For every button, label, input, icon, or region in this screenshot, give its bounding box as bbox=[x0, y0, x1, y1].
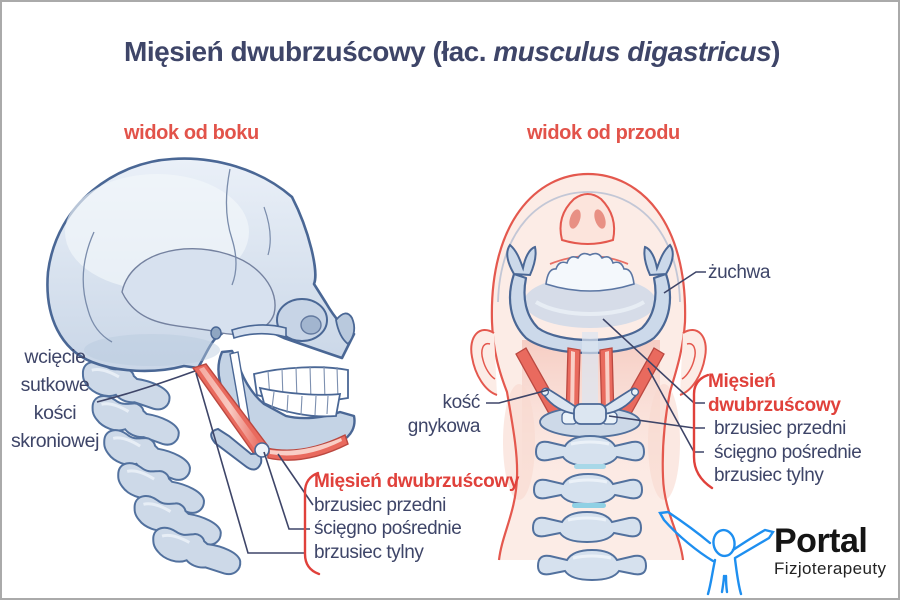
ears bbox=[470, 329, 707, 396]
title-latin-name: musculus digastricus bbox=[493, 36, 772, 67]
front-view-label: widok od przodu bbox=[527, 122, 680, 144]
label-mastoid-notch: wcięcie sutkowe kości skroniowej bbox=[10, 346, 100, 452]
label-posterior-belly: brzusiec tylny bbox=[714, 465, 824, 486]
digastric-muscle-side bbox=[191, 363, 349, 471]
logo-name: Portal bbox=[774, 522, 868, 560]
muscle-group-title: Mięsień dwubrzuścowy bbox=[708, 371, 841, 416]
label-posterior-belly: brzusiec tylny bbox=[314, 541, 424, 563]
skull bbox=[46, 157, 356, 373]
muscle-group-right: Mięsień dwubrzuścowy brzusiec przedni śc… bbox=[708, 370, 898, 488]
line-tendon-left bbox=[263, 451, 310, 530]
logo-subtitle: Fizjoterapeuty bbox=[774, 559, 887, 578]
upper-teeth-front bbox=[545, 252, 635, 292]
ear-canal bbox=[210, 326, 222, 340]
label-anterior-belly: brzusiec przedni bbox=[714, 418, 846, 439]
zygomatic-arch bbox=[231, 324, 287, 340]
teeth-side bbox=[252, 365, 349, 418]
label-lines bbox=[96, 271, 706, 554]
line-posterior-belly-left bbox=[195, 372, 304, 554]
muscle-group-left: Mięsień dwubrzuścowy brzusiec przedni śc… bbox=[314, 470, 519, 564]
line-jaw bbox=[663, 271, 706, 294]
label-intermediate-tendon: ścięgno pośrednie bbox=[714, 441, 862, 463]
title-prefix: Mięsień dwubrzuścowy (łac. bbox=[124, 36, 494, 67]
label-anterior-belly: brzusiec przedni bbox=[314, 494, 446, 516]
line-anterior-belly-left bbox=[277, 453, 314, 506]
label-hyoid: kość gnykowa bbox=[407, 392, 481, 437]
page-title: Mięsień dwubrzuścowy (łac. musculus diga… bbox=[2, 36, 898, 68]
temporal-bone bbox=[121, 247, 276, 335]
line-mastoid-notch bbox=[96, 370, 196, 403]
head-outline bbox=[490, 172, 687, 561]
side-view-illustration bbox=[46, 157, 356, 580]
intermediate-tendon-side bbox=[254, 442, 270, 458]
brace-right bbox=[692, 373, 714, 490]
front-view-illustration bbox=[470, 172, 707, 582]
hyoid-bone-front bbox=[540, 387, 640, 425]
nose bbox=[549, 193, 629, 265]
logo-figure-icon bbox=[658, 510, 775, 596]
title-suffix: ) bbox=[771, 36, 780, 67]
label-jaw: żuchwa bbox=[708, 262, 771, 283]
label-intermediate-tendon: ścięgno pośrednie bbox=[314, 518, 462, 539]
logo: Portal Fizjoterapeuty bbox=[774, 524, 886, 578]
nasal-aperture bbox=[335, 312, 356, 346]
muscle-group-title: Mięsień dwubrzuścowy bbox=[314, 471, 520, 492]
brace-left bbox=[303, 471, 321, 576]
mandible-front bbox=[506, 243, 674, 355]
line-hyoid bbox=[486, 389, 549, 404]
side-view-label: widok od boku bbox=[124, 122, 259, 144]
